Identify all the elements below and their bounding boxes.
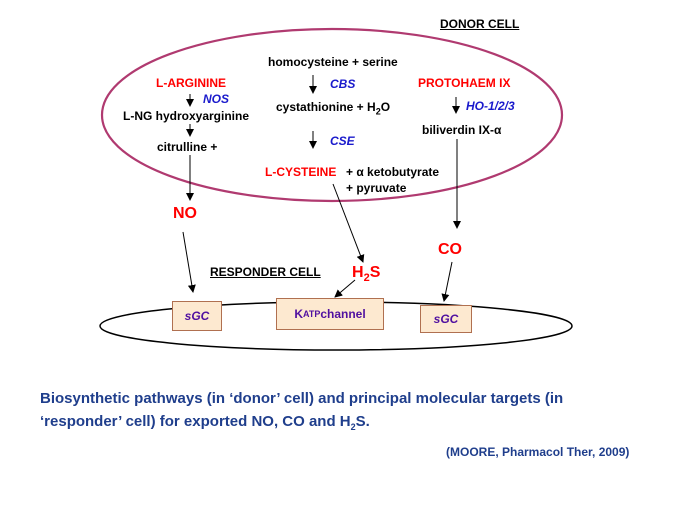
arrow-no-to-sgc xyxy=(182,231,196,293)
arrow-co-to-sgc xyxy=(441,261,453,302)
sgc-target-right: sGC xyxy=(420,305,472,333)
homocysteine-serine-label: homocysteine + serine xyxy=(268,55,398,69)
cystathionine-label: cystathionine + H2O xyxy=(276,100,391,117)
sgc-target-left: sGC xyxy=(172,301,222,331)
biliverdin-label: biliverdin IX-α xyxy=(422,123,502,137)
caption-line-2: ‘responder’ cell) for exported NO, CO an… xyxy=(40,413,370,432)
arrow-h2s-to-katp xyxy=(334,279,356,298)
donor-cell-title: DONOR CELL xyxy=(440,17,520,31)
nos-enzyme-label: NOS xyxy=(203,92,230,106)
figure-caption: Biosynthetic pathways (in ‘donor’ cell) … xyxy=(40,387,640,439)
citrulline-label: citrulline + xyxy=(157,140,218,154)
l-cysteine-label: L-CYSTEINE xyxy=(265,165,337,179)
cse-enzyme-label: CSE xyxy=(330,134,355,148)
ho-enzyme-label: HO-1/2/3 xyxy=(466,99,515,113)
l-arginine-label: L-ARGININE xyxy=(156,76,226,90)
h2s-gas-label: H2S xyxy=(352,264,381,285)
cbs-enzyme-label: CBS xyxy=(330,77,356,91)
citation: (MOORE, Pharmacol Ther, 2009) xyxy=(446,445,630,459)
lng-hydroxyarginine-label: L-NG hydroxyarginine xyxy=(123,109,250,123)
caption-line-1: Biosynthetic pathways (in ‘donor’ cell) … xyxy=(40,390,564,407)
arrow-cysteine-to-h2s xyxy=(332,183,365,263)
donor-cell-membrane xyxy=(100,27,564,203)
pyruvate-label: + pyruvate xyxy=(346,181,407,195)
ketobutyrate-label: + α ketobutyrate xyxy=(346,165,440,179)
co-gas-label: CO xyxy=(438,241,462,258)
responder-cell-title: RESPONDER CELL xyxy=(210,265,321,279)
protohaem-ix-label: PROTOHAEM IX xyxy=(418,76,511,90)
no-gas-label: NO xyxy=(173,205,197,222)
